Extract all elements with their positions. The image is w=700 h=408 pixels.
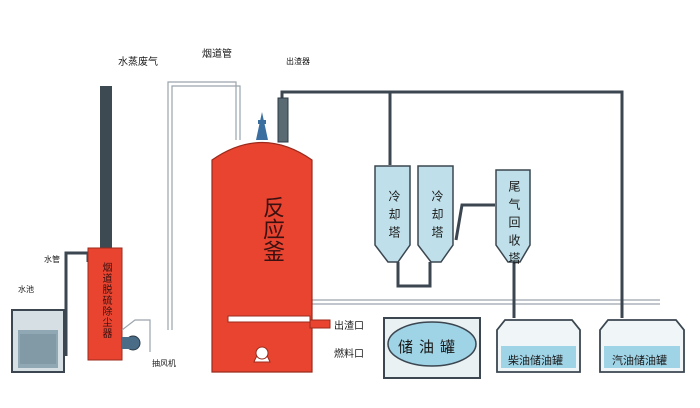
label-diesel-tank: 柴油储油罐 xyxy=(508,354,563,367)
label-cooling-tower-1: 冷却塔 xyxy=(387,190,401,244)
label-tail-gas-tower: 尾气回收塔 xyxy=(507,180,521,270)
label-water-pipe: 水管 xyxy=(44,255,60,264)
label-slag-outlet: 出渣口 xyxy=(334,321,364,332)
dust-remover-body xyxy=(87,247,123,361)
label-gasoline-tank: 汽油储油罐 xyxy=(612,354,667,367)
cooling-towers xyxy=(374,165,454,263)
label-dust-remover: 烟道脱硫除尘器 xyxy=(100,262,111,339)
slag-extractor xyxy=(277,97,289,143)
gasoline-tank xyxy=(599,319,685,373)
label-water-pool: 水池 xyxy=(18,285,34,294)
fan xyxy=(121,319,151,352)
reactor xyxy=(211,112,331,373)
label-fan: 抽风机 xyxy=(152,359,176,368)
water-pool xyxy=(11,309,65,373)
label-reactor: 反应釜 xyxy=(259,196,284,262)
oil-tank xyxy=(383,317,481,379)
pipes-dark xyxy=(56,90,624,356)
chimney xyxy=(100,86,112,251)
diesel-tank xyxy=(496,319,581,373)
label-slag-extractor: 出渣器 xyxy=(286,57,310,66)
label-flue-pipe: 烟道管 xyxy=(202,49,232,60)
pipes-light xyxy=(167,81,660,330)
label-fuel-inlet: 燃料口 xyxy=(334,349,364,360)
tail-gas-tower-body xyxy=(495,169,531,263)
label-cooling-tower-2: 冷却塔 xyxy=(430,190,444,244)
label-steam-exhaust: 水蒸废气 xyxy=(118,57,158,68)
label-oil-tank: 储油罐 xyxy=(398,338,462,356)
